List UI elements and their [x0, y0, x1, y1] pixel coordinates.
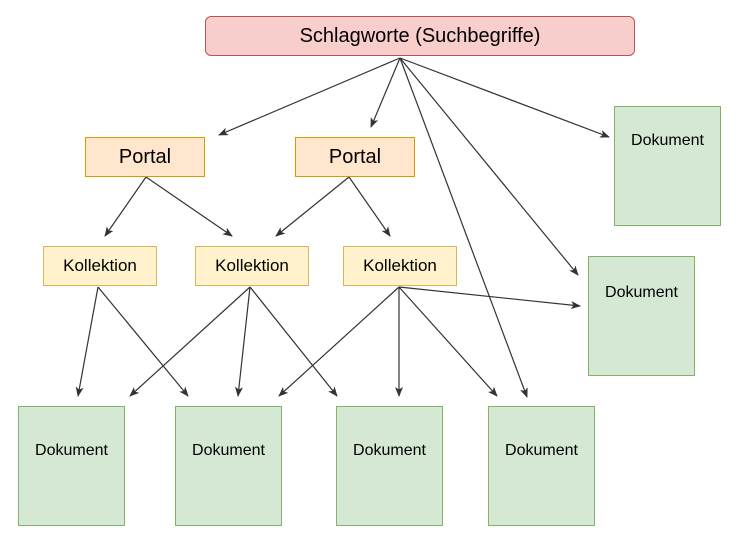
edge-collection-3-document-4 [398, 286, 498, 397]
document-node-mid-right: Dokument [588, 256, 695, 376]
edge-root-document-top-right [399, 57, 610, 138]
collection-node-3: Kollektion [343, 246, 457, 286]
edge-root-portal-1 [218, 57, 401, 136]
edge-collection-2-document-1 [129, 286, 251, 397]
document-node-1: Dokument [18, 406, 125, 526]
edge-portal-1-collection-2 [145, 176, 233, 237]
edge-root-document-mid-right [399, 57, 579, 276]
edge-collection-2-document-2 [235, 286, 251, 397]
document-node-2: Dokument [175, 406, 282, 526]
edge-root-document-4 [399, 57, 528, 398]
edge-portal-1-collection-1 [104, 176, 147, 237]
collection-node-2: Kollektion [195, 246, 309, 286]
edge-collection-1-document-2 [97, 286, 189, 397]
edge-collection-1-document-1 [75, 286, 99, 397]
edge-portal-2-collection-3 [348, 176, 391, 237]
document-node-4: Dokument [488, 406, 595, 526]
document-node-top-right: Dokument [614, 106, 721, 226]
edge-collection-3-document-2 [278, 286, 400, 397]
portal-node-2: Portal [295, 137, 415, 177]
edge-portal-2-collection-2 [275, 176, 350, 237]
root-node: Schlagworte (Suchbegriffe) [205, 16, 635, 56]
portal-node-1: Portal [85, 137, 205, 177]
collection-node-1: Kollektion [43, 246, 157, 286]
edge-root-portal-2 [370, 57, 401, 128]
edge-collection-3-document-mid-right [398, 286, 581, 310]
edge-collection-2-document-3 [249, 286, 338, 397]
document-node-3: Dokument [336, 406, 443, 526]
